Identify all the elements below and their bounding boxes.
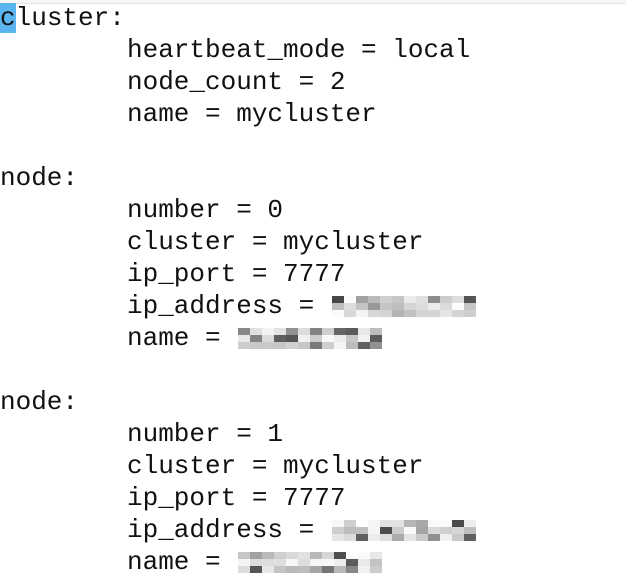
redacted-value: [238, 551, 383, 573]
line-text: cluster = mycluster: [127, 227, 424, 257]
editor-line[interactable]: node:: [0, 386, 476, 418]
redacted-value: [331, 519, 476, 541]
line-text: name =: [127, 323, 237, 353]
editor-line[interactable]: node:: [0, 162, 476, 194]
top-border: [0, 0, 626, 4]
redacted-value: [238, 327, 383, 349]
editor-line[interactable]: heartbeat_mode = local: [0, 34, 476, 66]
line-text: name = mycluster: [127, 99, 377, 129]
editor-line[interactable]: name =: [0, 322, 476, 354]
line-text: node:: [0, 163, 79, 193]
line-text: number = 1: [127, 419, 284, 449]
line-text: ip_port = 7777: [127, 483, 346, 513]
line-text: heartbeat_mode = local: [127, 35, 471, 65]
editor-line[interactable]: ip_port = 7777: [0, 258, 476, 290]
line-text: cluster = mycluster: [127, 451, 424, 481]
line-text: number = 0: [127, 195, 284, 225]
editor-line[interactable]: number = 1: [0, 418, 476, 450]
editor-line[interactable]: ip_address =: [0, 514, 476, 546]
line-text: luster:: [15, 3, 125, 33]
line-text: ip_address =: [127, 291, 330, 321]
editor-line[interactable]: cluster = mycluster: [0, 450, 476, 482]
line-text: node:: [0, 387, 79, 417]
editor-line[interactable]: number = 0: [0, 194, 476, 226]
editor-line[interactable]: ip_address =: [0, 290, 476, 322]
editor-line[interactable]: [0, 354, 476, 386]
editor-line[interactable]: name =: [0, 546, 476, 578]
editor-line[interactable]: node_count = 2: [0, 66, 476, 98]
editor-line[interactable]: ip_port = 7777: [0, 482, 476, 514]
editor-line[interactable]: cluster = mycluster: [0, 226, 476, 258]
line-text: ip_address =: [127, 515, 330, 545]
redacted-value: [331, 295, 476, 317]
text-cursor-selection: c: [0, 3, 16, 33]
editor-line[interactable]: name = mycluster: [0, 98, 476, 130]
line-text: ip_port = 7777: [127, 259, 346, 289]
line-text: node_count = 2: [127, 67, 346, 97]
editor-line[interactable]: cluster:: [0, 2, 476, 34]
line-text: name =: [127, 547, 237, 577]
editor-line[interactable]: [0, 130, 476, 162]
